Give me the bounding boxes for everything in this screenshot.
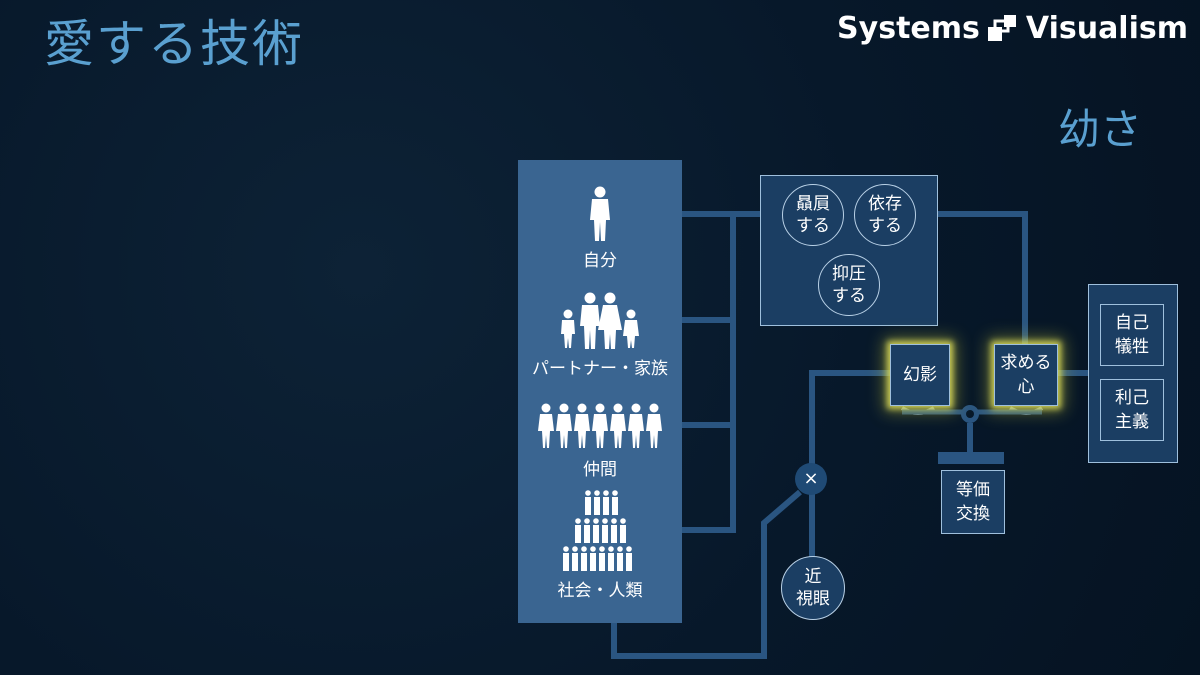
brand-logo: Systems Visualism xyxy=(837,8,1188,48)
behavior-favoritism: 贔屓 する xyxy=(782,184,844,246)
outcome-self-sacrifice: 自己 犠牲 xyxy=(1100,304,1164,366)
outcome-egoism: 利己 主義 xyxy=(1100,379,1164,441)
person-label-peers: 仲間 xyxy=(583,460,617,480)
phantom-box: 幻影 xyxy=(890,344,950,406)
myopia-node: 近 視眼 xyxy=(781,556,845,620)
person-label-self: 自分 xyxy=(583,251,617,271)
systems-logo-icon xyxy=(987,15,1016,41)
person-label-society: 社会・人類 xyxy=(557,581,643,601)
brand-left-text: Systems xyxy=(837,10,980,46)
slide-subtitle: 幼さ xyxy=(1057,105,1142,154)
behavior-dependence: 依存 する xyxy=(854,184,916,246)
single-person-icon xyxy=(590,186,610,241)
seeking-heart-box: 求める 心 xyxy=(994,344,1058,406)
group-icon xyxy=(538,403,662,448)
behavior-oppression: 抑圧 する xyxy=(818,254,880,316)
junction-multiply-icon: × xyxy=(795,463,827,495)
equal-exchange-box: 等価 交換 xyxy=(941,470,1005,534)
crowd-pyramid-icon xyxy=(563,490,632,571)
people-panel: 自分 パートナー・家族 仲間 xyxy=(518,160,682,623)
slide-title: 愛する技術 xyxy=(44,15,304,73)
brand-right-text: Visualism xyxy=(1025,10,1188,46)
person-label-family: パートナー・家族 xyxy=(532,359,668,379)
family-icon xyxy=(561,292,639,349)
